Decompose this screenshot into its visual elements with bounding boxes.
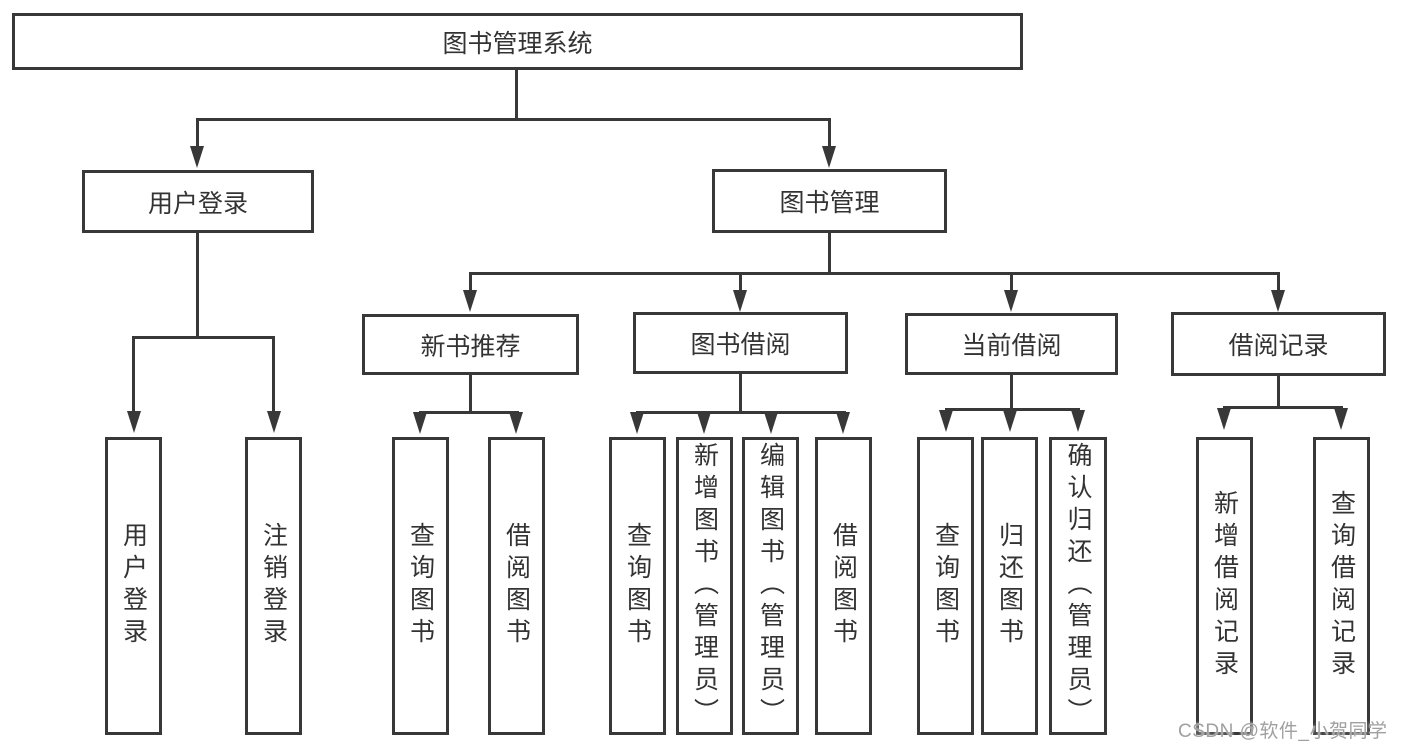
arrowhead-down-icon (939, 410, 953, 432)
leaf-add-books-admin: 新增图书（管理员） (676, 437, 733, 735)
arrowhead-down-icon (413, 412, 427, 434)
connector-level1-tbar (196, 118, 831, 121)
leaf-query-books: 查询图书 (917, 437, 974, 735)
connector-root-stem (515, 70, 518, 118)
arrowhead-down-icon (764, 412, 778, 434)
leaf-borrow-books: 借阅图书 (488, 437, 545, 735)
leaf-borrow-books: 借阅图书 (815, 437, 872, 735)
leaf-return-books: 归还图书 (981, 437, 1038, 735)
connector-user-login-drop (196, 118, 199, 148)
arrowhead-down-icon (267, 411, 281, 433)
leaf-query-borrow-record: 查询借阅记录 (1313, 437, 1370, 735)
connector-borrow-records-stem (1277, 376, 1280, 409)
leaf-logout: 注销登录 (245, 437, 302, 735)
leaf-query-books: 查询图书 (609, 437, 666, 735)
arrowhead-down-icon (1217, 408, 1231, 430)
connector-level2-drop (739, 272, 742, 292)
arrowhead-down-icon (190, 146, 204, 168)
connector-current-borrow-stem (1010, 375, 1013, 411)
connector-book-management-stem (828, 233, 831, 273)
arrowhead-down-icon (733, 290, 747, 312)
node-book-borrow: 图书借阅 (633, 312, 848, 374)
node-library-management-system: 图书管理系统 (12, 13, 1023, 70)
connector-leaf-drop (132, 336, 135, 412)
leaf-add-borrow-record: 新增借阅记录 (1196, 437, 1253, 735)
node-new-book-recommend: 新书推荐 (362, 314, 579, 375)
connector-new-book-stem (469, 375, 472, 414)
connector-level2-drop (1277, 272, 1280, 292)
connector-user-login-tbar (132, 336, 275, 339)
connector-current-borrow-tbar (945, 408, 1080, 411)
arrowhead-down-icon (509, 412, 523, 434)
connector-new-book-tbar (419, 411, 519, 414)
connector-book-borrow-tbar (636, 411, 846, 414)
connector-level2-drop (1010, 272, 1013, 292)
leaf-query-books: 查询图书 (392, 437, 449, 735)
node-borrow-records: 借阅记录 (1171, 312, 1386, 376)
leaf-edit-books-admin: 编辑图书（管理员） (742, 437, 799, 735)
connector-user-login-stem (196, 233, 199, 337)
connector-level2-tbar (469, 272, 1280, 275)
arrowhead-down-icon (697, 412, 711, 434)
node-current-borrow: 当前借阅 (905, 313, 1118, 375)
node-book-management: 图书管理 (712, 169, 947, 233)
arrowhead-down-icon (630, 412, 644, 434)
connector-leaf-drop (272, 336, 275, 412)
connector-borrow-records-tbar (1223, 406, 1343, 409)
node-user-login: 用户登录 (82, 170, 314, 233)
arrowhead-down-icon (1004, 290, 1018, 312)
arrowhead-down-icon (463, 290, 477, 312)
arrowhead-down-icon (1071, 410, 1085, 432)
leaf-confirm-return-admin: 确认归还（管理员） (1049, 437, 1107, 735)
leaf-user-login: 用户登录 (105, 437, 162, 735)
arrowhead-down-icon (1334, 408, 1348, 430)
csdn-watermark: CSDN @软件_小贺同学 (1178, 721, 1388, 742)
arrowhead-down-icon (1003, 410, 1017, 432)
arrowhead-down-icon (836, 412, 850, 434)
arrowhead-down-icon (127, 411, 141, 433)
arrowhead-down-icon (1271, 290, 1285, 312)
arrowhead-down-icon (822, 146, 836, 168)
connector-book-management-drop (828, 118, 831, 148)
connector-book-borrow-stem (739, 374, 742, 414)
connector-level2-drop (469, 272, 472, 292)
